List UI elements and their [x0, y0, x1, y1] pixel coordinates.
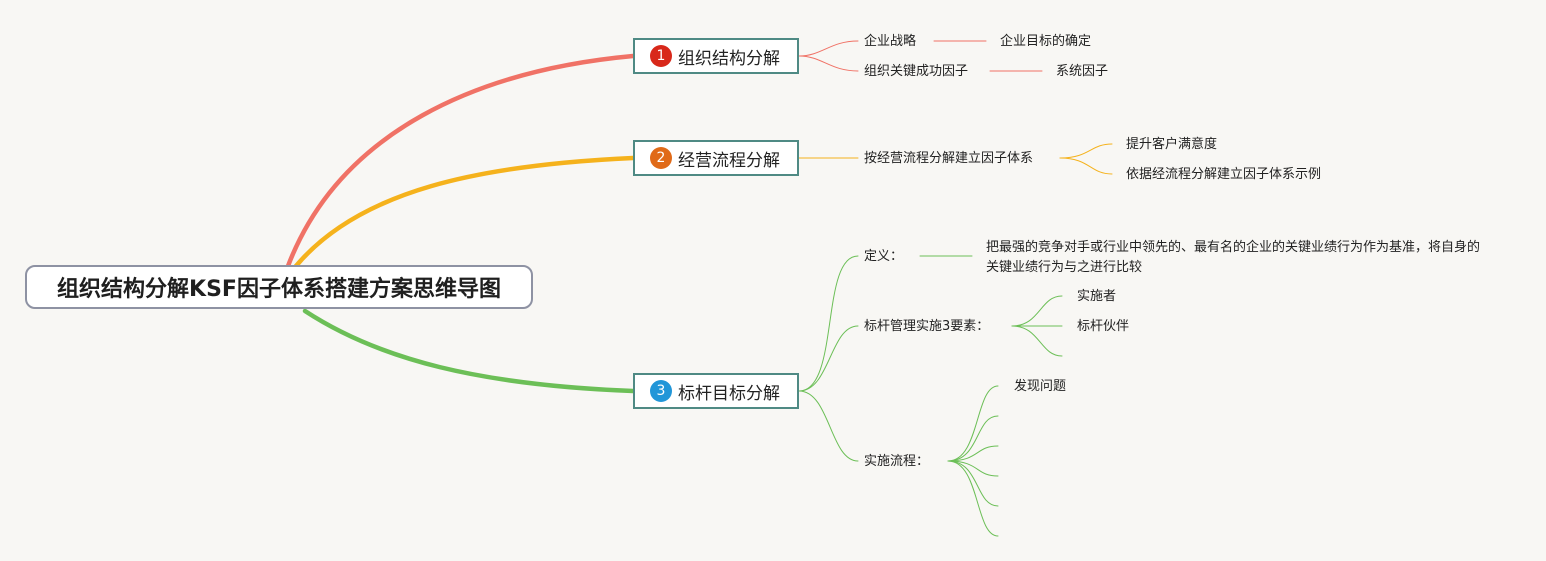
connector-1-b [798, 55, 859, 72]
connector-3-b-1 [1011, 295, 1063, 327]
subtopic-find-problem[interactable]: 发现问题 [1014, 379, 1067, 394]
connector-2-a-1 [1059, 143, 1113, 159]
branch-topic-1[interactable]: 1 组织结构分解 [633, 38, 799, 74]
number-badge-1: 1 [650, 45, 672, 67]
connector-3-c [798, 390, 859, 462]
subtopic-key-success-factors[interactable]: 组织关键成功因子 [864, 64, 969, 79]
connector-3-c-5 [947, 460, 999, 507]
connector-3-b [798, 325, 859, 392]
subtopic-benchmark-partner[interactable]: 标杆伙伴 [1077, 319, 1130, 334]
subtopic-system-factors[interactable]: 系统因子 [1056, 64, 1109, 79]
branch-topic-2[interactable]: 2 经营流程分解 [633, 140, 799, 176]
subtopic-goal-setting[interactable]: 企业目标的确定 [1000, 34, 1092, 49]
connector-3-a [798, 255, 859, 392]
number-badge-2: 2 [650, 147, 672, 169]
connector-3-c-2 [947, 415, 999, 462]
subtopic-process-factor-system[interactable]: 按经营流程分解建立因子体系 [864, 151, 1034, 166]
connector-1-a [798, 40, 859, 57]
subtopic-implementation-process[interactable]: 实施流程： [864, 454, 930, 469]
connector-3-c-6 [947, 460, 999, 537]
subtopic-three-elements[interactable]: 标杆管理实施3要素： [864, 319, 990, 334]
connector-3-c-4 [947, 460, 999, 477]
main-connector-3 [302, 308, 636, 394]
subtopic-customer-satisfaction[interactable]: 提升客户满意度 [1126, 137, 1218, 152]
connector-3-b-3 [1011, 325, 1063, 357]
subtopic-process-example[interactable]: 依据经流程分解建立因子体系示例 [1126, 167, 1322, 182]
connector-2-a-2 [1059, 157, 1113, 175]
main-connector-2 [293, 155, 636, 269]
subtopic-enterprise-strategy[interactable]: 企业战略 [864, 34, 917, 49]
connector-3-c-1 [947, 385, 999, 462]
branch-topic-3[interactable]: 3 标杆目标分解 [633, 373, 799, 409]
connector-3-c-3 [947, 445, 999, 462]
branch-topic-1-label: 组织结构分解 [678, 48, 780, 69]
root-topic[interactable]: 组织结构分解KSF因子体系搭建方案思维导图 [25, 265, 533, 309]
subtopic-implementer[interactable]: 实施者 [1077, 289, 1117, 304]
main-connector-1 [285, 53, 636, 269]
subtopic-definition-text[interactable]: 把最强的竞争对手或行业中领先的、最有名的企业的关键业绩行为作为基准，将自身的关键… [986, 240, 1481, 275]
subtopic-definition[interactable]: 定义： [864, 249, 904, 264]
branch-topic-3-label: 标杆目标分解 [678, 383, 780, 404]
number-badge-3: 3 [650, 380, 672, 402]
branch-topic-2-label: 经营流程分解 [678, 150, 780, 171]
root-topic-label: 组织结构分解KSF因子体系搭建方案思维导图 [57, 277, 501, 302]
